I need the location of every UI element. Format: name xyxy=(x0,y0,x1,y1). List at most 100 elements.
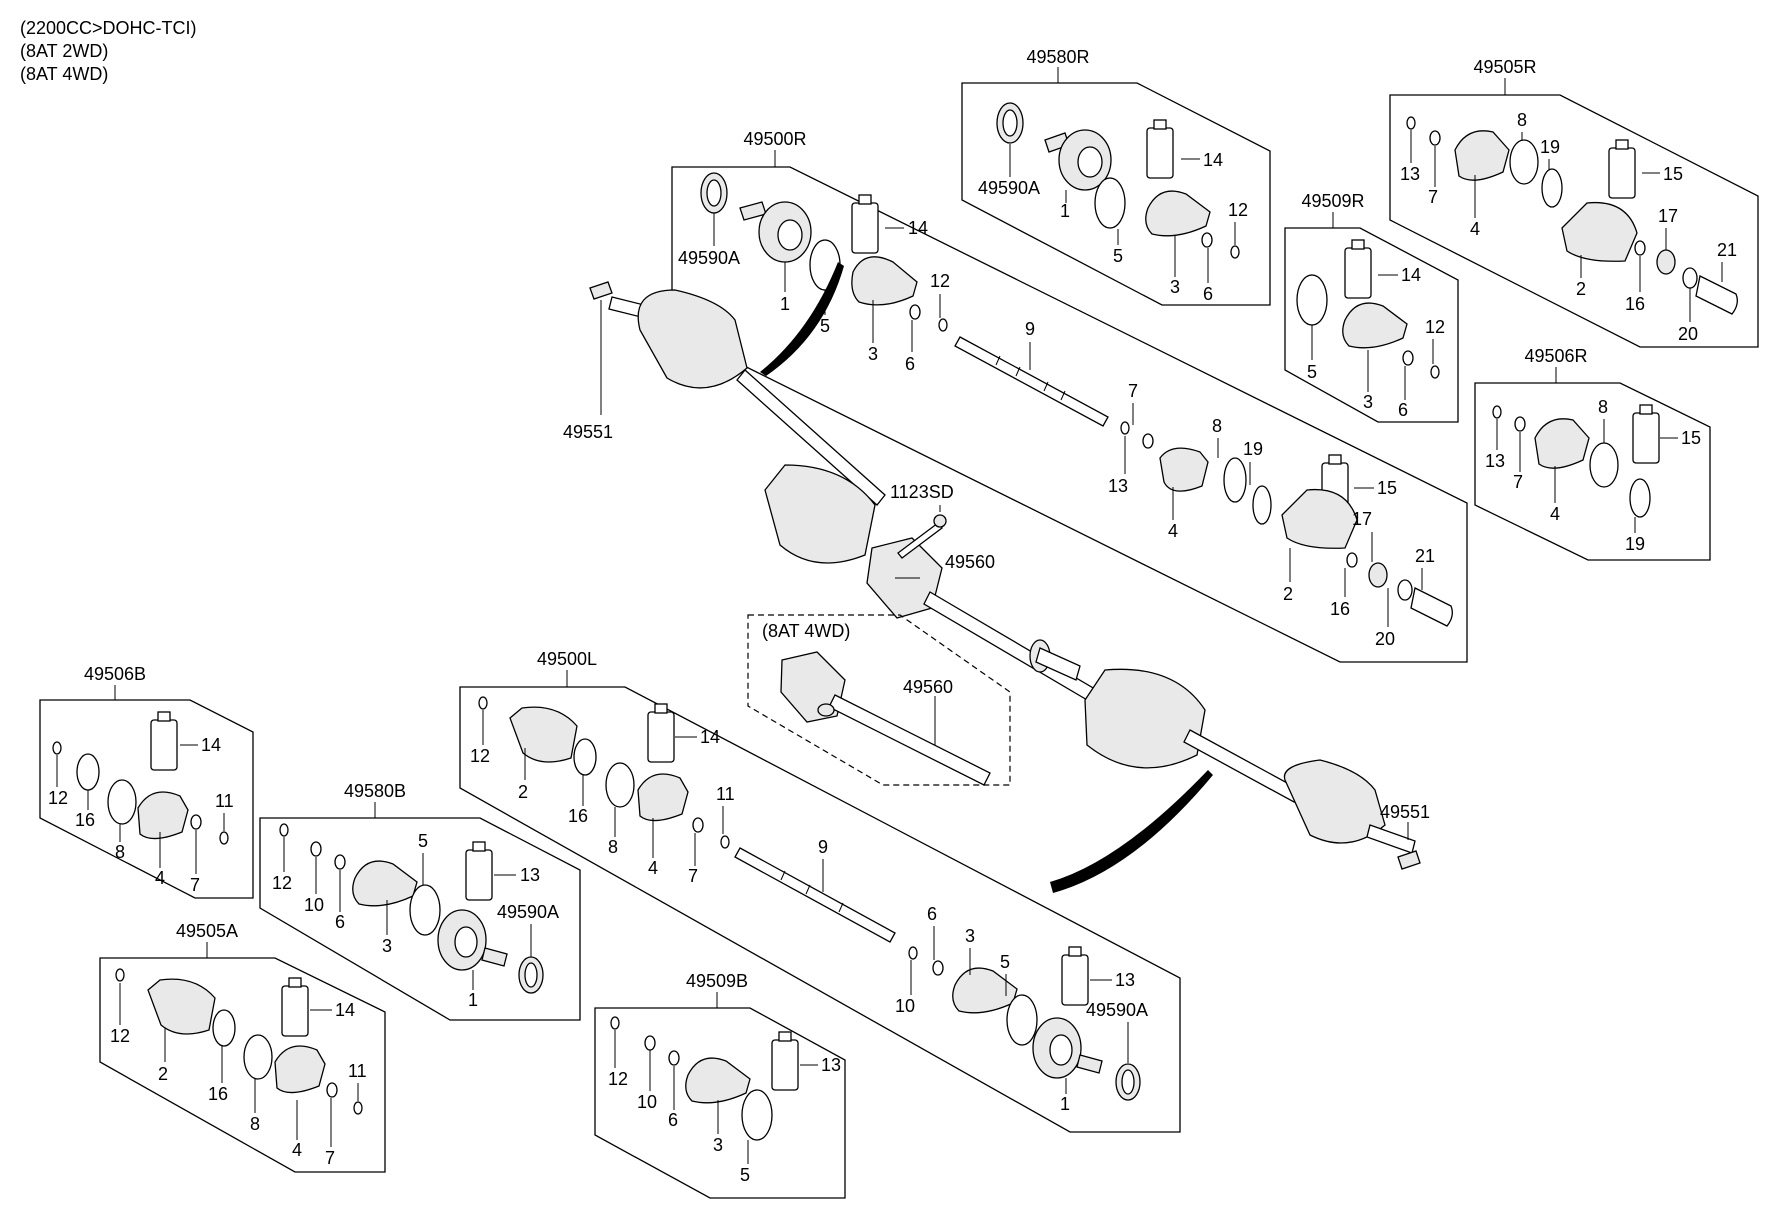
group-49500L: 49500L 12 2 16 8 14 4 xyxy=(459,649,1181,1133)
svg-text:7: 7 xyxy=(688,866,698,886)
svg-text:10: 10 xyxy=(895,996,915,1016)
dust-seal-icon xyxy=(1656,249,1676,275)
clamp-band-icon xyxy=(1094,177,1126,229)
inner-cv-housing-icon xyxy=(764,464,876,564)
group-49509B: 49509B 12 10 6 3 13 5 xyxy=(594,971,846,1199)
group-49500R-label: 49500R xyxy=(743,129,806,149)
svg-text:14: 14 xyxy=(1401,265,1421,285)
grease-tube-icon xyxy=(150,719,178,771)
small-clamp-icon xyxy=(334,854,346,870)
boot-icon xyxy=(352,860,418,907)
group-49509B-outline xyxy=(594,1007,846,1199)
svg-text:49551: 49551 xyxy=(1380,802,1430,822)
group-49509R-outline xyxy=(1284,227,1459,423)
group-49505R: 49505R 13 7 8 19 4 15 17 21 2 16 20 xyxy=(1389,57,1759,348)
diagram-header: (2200CC>DOHC-TCI) (8AT 2WD) (8AT 4WD) xyxy=(20,18,197,84)
nut-icon xyxy=(589,281,613,300)
svg-text:3: 3 xyxy=(868,344,878,364)
svg-text:13: 13 xyxy=(821,1055,841,1075)
svg-text:5: 5 xyxy=(1000,952,1010,972)
svg-text:7: 7 xyxy=(1128,381,1138,401)
clamp-band-icon xyxy=(1006,994,1038,1046)
group-49509B-label: 49509B xyxy=(686,971,748,991)
transmission-2wd-text: (8AT 2WD) xyxy=(20,41,108,61)
svg-text:15: 15 xyxy=(1663,164,1683,184)
svg-text:3: 3 xyxy=(713,1135,723,1155)
group-49506B-outline xyxy=(39,699,254,899)
group-49580B-outline xyxy=(259,817,581,1021)
group-49505A: 49505A 12 2 16 8 14 4 7 11 xyxy=(99,921,386,1173)
svg-text:1: 1 xyxy=(780,294,790,314)
boot-icon xyxy=(137,791,189,840)
svg-text:20: 20 xyxy=(1678,324,1698,344)
svg-text:4: 4 xyxy=(1168,521,1178,541)
outer-cv-boot-icon xyxy=(637,289,748,389)
grease-tube-icon xyxy=(1608,147,1636,199)
boot-icon xyxy=(1534,418,1590,469)
svg-text:8: 8 xyxy=(1598,397,1608,417)
boot-icon xyxy=(1342,302,1408,349)
svg-text:6: 6 xyxy=(905,354,915,374)
nut-icon-2 xyxy=(1397,850,1421,870)
svg-text:2: 2 xyxy=(1283,584,1293,604)
snap-ring-icon xyxy=(720,835,730,849)
group-49506B-label: 49506B xyxy=(84,664,146,684)
clamp-band-icon xyxy=(409,884,441,936)
outer-cv-boot-icon-2 xyxy=(1283,759,1386,844)
svg-text:10: 10 xyxy=(304,895,324,915)
svg-text:14: 14 xyxy=(908,218,928,238)
tripod-housing-icon xyxy=(147,978,216,1035)
clamp-band-icon xyxy=(212,1009,236,1047)
bracket-icon xyxy=(780,651,846,723)
snap-ring-icon xyxy=(115,968,125,982)
svg-text:3: 3 xyxy=(965,926,975,946)
group-49509R-label: 49509R xyxy=(1301,191,1364,211)
svg-text:1: 1 xyxy=(1060,201,1070,221)
svg-text:49560: 49560 xyxy=(945,552,995,572)
svg-text:17: 17 xyxy=(1352,509,1372,529)
svg-text:9: 9 xyxy=(818,837,828,857)
grease-tube-icon xyxy=(281,985,309,1037)
svg-text:9: 9 xyxy=(1025,319,1035,339)
group-49580B: 49580B 12 10 6 3 5 13 49590A 1 xyxy=(259,781,581,1021)
svg-text:1: 1 xyxy=(1060,1094,1070,1114)
svg-text:20: 20 xyxy=(1375,629,1395,649)
grease-tube-icon xyxy=(771,1039,799,1091)
grease-tube-icon xyxy=(1061,954,1089,1006)
clamp-band-icon xyxy=(1509,139,1539,185)
group-49505A-outline xyxy=(99,957,386,1173)
group-49580B-label: 49580B xyxy=(344,781,406,801)
svg-text:12: 12 xyxy=(1228,200,1248,220)
svg-text:21: 21 xyxy=(1415,546,1435,566)
clamp-band-icon xyxy=(573,738,597,776)
svg-text:12: 12 xyxy=(48,788,68,808)
snap-ring-icon xyxy=(1492,405,1502,419)
group-49500L-label: 49500L xyxy=(537,649,597,669)
svg-text:10: 10 xyxy=(637,1092,657,1112)
svg-text:5: 5 xyxy=(740,1165,750,1185)
svg-text:11: 11 xyxy=(348,1061,367,1081)
svg-text:14: 14 xyxy=(700,727,720,747)
svg-text:15: 15 xyxy=(1377,478,1397,498)
tripod-housing-icon xyxy=(509,706,578,763)
svg-text:4: 4 xyxy=(1470,219,1480,239)
bolt-icon xyxy=(897,522,943,559)
svg-text:19: 19 xyxy=(1540,137,1560,157)
svg-text:12: 12 xyxy=(608,1069,628,1089)
svg-text:13: 13 xyxy=(1400,164,1420,184)
svg-text:4: 4 xyxy=(155,868,165,888)
axle-shaft-icon xyxy=(736,369,886,506)
group-49506R-label: 49506R xyxy=(1524,346,1587,366)
svg-text:13: 13 xyxy=(520,865,540,885)
engine-spec-text: (2200CC>DOHC-TCI) xyxy=(20,18,197,38)
boot-icon xyxy=(637,773,689,822)
svg-text:12: 12 xyxy=(930,271,950,291)
group-49580R-label: 49580R xyxy=(1026,47,1089,67)
group-49509R: 49509R 14 5 3 6 12 xyxy=(1284,191,1459,423)
svg-text:8: 8 xyxy=(115,842,125,862)
svg-text:7: 7 xyxy=(325,1148,335,1168)
snap-ring-icon xyxy=(1230,245,1240,259)
tripod-housing-icon xyxy=(1281,488,1358,549)
svg-text:3: 3 xyxy=(1170,277,1180,297)
group-49506R-outline xyxy=(1474,382,1711,561)
